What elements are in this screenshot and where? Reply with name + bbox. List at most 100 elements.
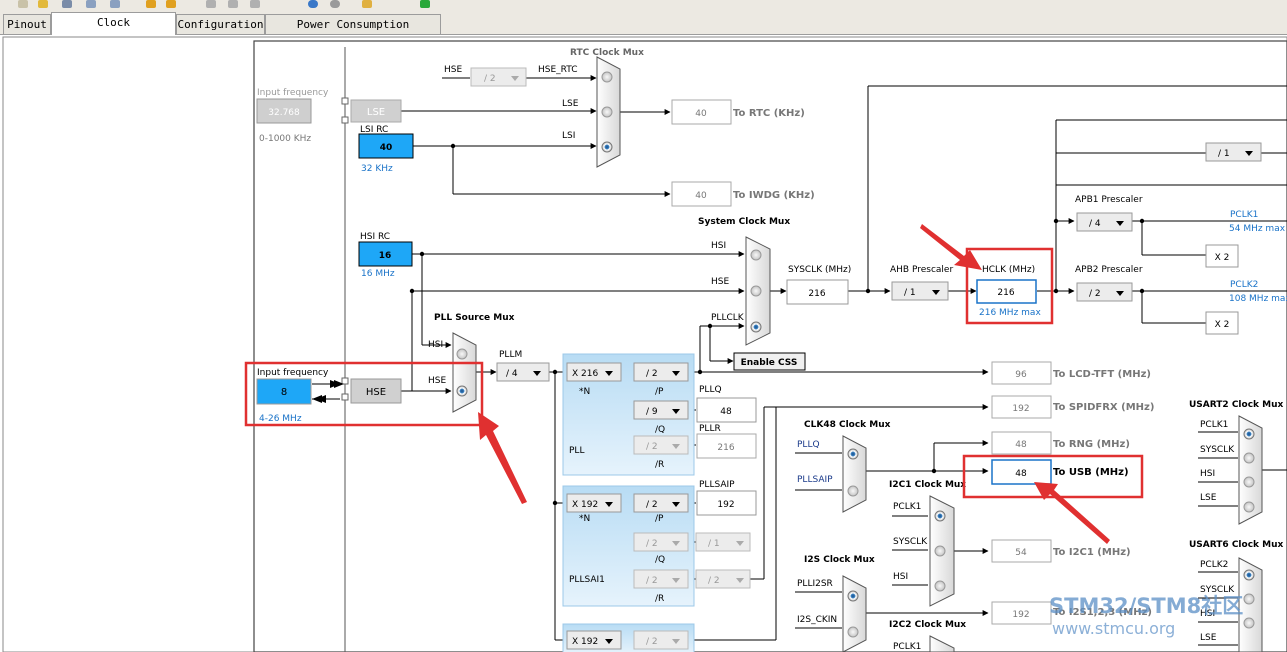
tab-configuration[interactable]: Configuration bbox=[176, 14, 265, 34]
hse-input-field[interactable] bbox=[256, 378, 312, 405]
iwdg-output-field[interactable] bbox=[671, 181, 732, 207]
usart2-radio-hsi[interactable] bbox=[1243, 476, 1255, 488]
chevron-down-icon bbox=[605, 639, 613, 644]
gear-icon[interactable] bbox=[146, 0, 156, 8]
pllsaip-field[interactable] bbox=[696, 490, 757, 516]
lse-input-field[interactable] bbox=[256, 98, 312, 124]
zoom-fit-icon[interactable] bbox=[250, 0, 260, 8]
rtc-output-value: 40 bbox=[695, 109, 707, 119]
generate-icon[interactable] bbox=[166, 0, 176, 8]
pllsai2-p-select[interactable] bbox=[633, 630, 689, 650]
zoom-in-icon[interactable] bbox=[206, 0, 216, 8]
i2c1-output-field[interactable] bbox=[991, 539, 1052, 563]
usart6-radio-hsi[interactable] bbox=[1243, 617, 1255, 629]
pllsaip-value: 192 bbox=[717, 500, 734, 510]
spdif-output-field[interactable] bbox=[991, 395, 1052, 419]
pll-n-value: X 216 bbox=[572, 369, 598, 379]
pllsai1-n-select[interactable] bbox=[566, 493, 622, 513]
pllm-select[interactable] bbox=[496, 362, 550, 382]
usart6-mux-title: USART6 Clock Mux bbox=[1189, 540, 1284, 550]
pll-src-radio-hsi[interactable] bbox=[456, 348, 468, 360]
i2c1-radio-hsi[interactable] bbox=[934, 580, 946, 592]
pll-src-hsi: HSI bbox=[428, 340, 443, 350]
i2c1-radio-sysclk[interactable] bbox=[934, 545, 946, 557]
sys-mux-radio-hsi[interactable] bbox=[750, 249, 762, 261]
rtc-mux-radio-lsi[interactable] bbox=[601, 141, 613, 153]
pllq-field[interactable] bbox=[696, 397, 757, 423]
tab-pinout[interactable]: Pinout bbox=[3, 14, 51, 34]
open-icon[interactable] bbox=[38, 0, 48, 8]
zoom-out-icon[interactable] bbox=[228, 0, 238, 8]
pllsai2-n-select[interactable] bbox=[566, 630, 622, 650]
usart2-radio-pclk1[interactable] bbox=[1243, 428, 1255, 440]
usart2-radio-sysclk[interactable] bbox=[1243, 452, 1255, 464]
apb2-prescaler-select[interactable] bbox=[1076, 282, 1133, 302]
key-icon[interactable] bbox=[362, 0, 372, 8]
lcd-output-field[interactable] bbox=[991, 361, 1052, 385]
sys-mux-pllclk: PLLCLK bbox=[711, 313, 745, 323]
sys-mux-radio-hse[interactable] bbox=[750, 285, 762, 297]
i2c1-output-value: 54 bbox=[1015, 548, 1027, 558]
pllsai1-r-div-select[interactable] bbox=[695, 569, 751, 589]
pllsai1-q-select[interactable] bbox=[633, 532, 689, 552]
stop-icon[interactable] bbox=[330, 0, 340, 8]
new-icon[interactable] bbox=[18, 0, 28, 8]
hsirc-block[interactable] bbox=[358, 241, 413, 267]
apb1-x2-field[interactable] bbox=[1205, 244, 1239, 268]
usb-output-field[interactable] bbox=[991, 459, 1052, 485]
pllsai1-p-select[interactable] bbox=[633, 493, 689, 513]
pll-r-select[interactable] bbox=[633, 435, 689, 455]
i2s-mux-title: I2S Clock Mux bbox=[804, 555, 875, 565]
pllr-field[interactable] bbox=[696, 433, 757, 459]
rtc-mux-radio-lse[interactable] bbox=[601, 106, 613, 118]
lsirc-block[interactable] bbox=[358, 133, 414, 159]
sys-mux-title: System Clock Mux bbox=[698, 217, 790, 227]
pllsai1-q-div-select[interactable] bbox=[695, 532, 751, 552]
lsirc-value: 40 bbox=[380, 143, 393, 153]
apb2-x2-field[interactable] bbox=[1205, 311, 1239, 335]
pllsai1-q-value: / 2 bbox=[646, 539, 658, 549]
hse-block[interactable] bbox=[350, 378, 402, 404]
help-icon[interactable] bbox=[308, 0, 318, 8]
usart6-radio-sysclk[interactable] bbox=[1243, 593, 1255, 605]
rtc-hse-divider-select[interactable] bbox=[470, 67, 527, 87]
pllsai1-r-select[interactable] bbox=[633, 569, 689, 589]
clk48-radio-pllsaip[interactable] bbox=[847, 485, 859, 497]
rtc-output-label: To RTC (KHz) bbox=[733, 108, 805, 119]
pllsaip-label: PLLSAIP bbox=[699, 480, 735, 490]
i2s-radio-i2s-ckin[interactable] bbox=[847, 626, 859, 638]
i2c1-radio-pclk1[interactable] bbox=[934, 510, 946, 522]
sysclk-field[interactable] bbox=[786, 279, 849, 305]
check-icon[interactable] bbox=[420, 0, 430, 8]
rtc-mux-lse: LSE bbox=[562, 99, 579, 109]
apb1-prescaler-select[interactable] bbox=[1076, 212, 1133, 232]
ahb-prescaler-select[interactable] bbox=[891, 281, 949, 301]
watermark-url: www.stmcu.org bbox=[1052, 619, 1175, 638]
pll-src-radio-hse[interactable] bbox=[456, 385, 468, 397]
enable-css-button[interactable] bbox=[733, 352, 806, 371]
usart2-radio-lse[interactable] bbox=[1243, 501, 1255, 513]
hsirc-freq: 16 MHz bbox=[361, 269, 395, 279]
pll-q-select[interactable] bbox=[633, 400, 689, 420]
paste-icon[interactable] bbox=[110, 0, 120, 8]
lse-block[interactable] bbox=[350, 99, 402, 123]
rtc-mux-radio-hse[interactable] bbox=[601, 71, 613, 83]
sys-mux-radio-pllclk[interactable] bbox=[750, 321, 762, 333]
rng-output-field[interactable] bbox=[991, 431, 1052, 455]
i2s-radio-plli2sr[interactable] bbox=[847, 590, 859, 602]
usart6-radio-pclk2[interactable] bbox=[1243, 569, 1255, 581]
top-divider-select[interactable] bbox=[1205, 142, 1262, 162]
hse-input-label: Input frequency bbox=[257, 368, 329, 378]
rtc-output-field[interactable] bbox=[671, 99, 732, 125]
chevron-down-icon bbox=[932, 290, 940, 295]
i2s-output-field[interactable] bbox=[991, 601, 1052, 625]
arrow-to-usb bbox=[1034, 482, 1110, 544]
pll-p-select[interactable] bbox=[633, 362, 689, 382]
copy-icon[interactable] bbox=[86, 0, 96, 8]
pll-n-select[interactable] bbox=[566, 362, 622, 382]
hclk-field[interactable] bbox=[976, 279, 1037, 304]
i2c1-mux-title: I2C1 Clock Mux bbox=[889, 480, 966, 490]
clk48-radio-pllq[interactable] bbox=[847, 448, 859, 460]
save-icon[interactable] bbox=[62, 0, 72, 8]
